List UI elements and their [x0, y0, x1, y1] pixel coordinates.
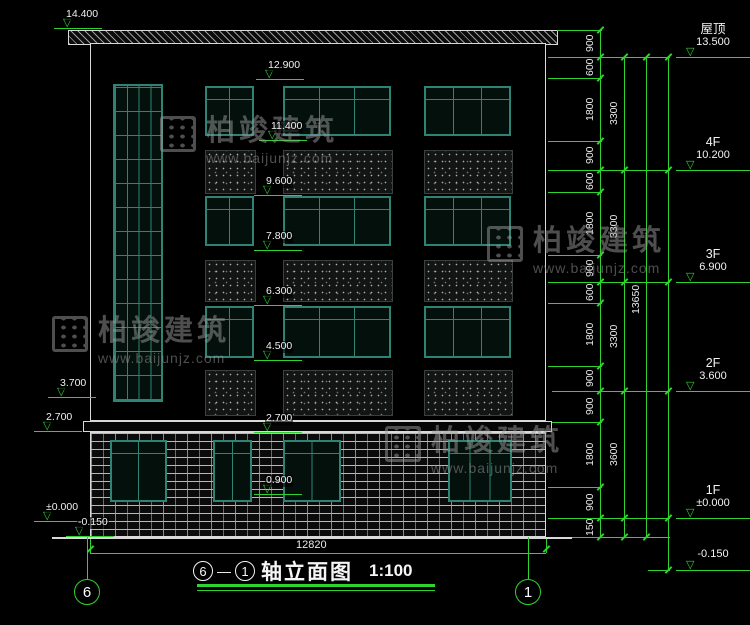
title-text: 轴立面图 — [261, 561, 353, 584]
window-2f-right — [424, 306, 511, 358]
floor-marker-roof: 屋顶 13.500 ▽ — [676, 22, 750, 58]
elev-triangle-icon: ▽ — [686, 507, 695, 519]
floor-marker-2f: 2F 3.600 ▽ — [676, 356, 750, 392]
watermark-logo-icon — [160, 116, 196, 152]
window-4f-left — [205, 86, 254, 136]
window-2f-left — [205, 306, 254, 358]
axis-line-6 — [87, 537, 88, 579]
floor-slab-band — [83, 421, 552, 432]
elev-triangle-icon: ▽ — [63, 17, 72, 29]
floor-marker-1f: 1F ±0.000 ▽ — [676, 483, 750, 519]
floor-marker-ground: -0.150 ▽ — [676, 548, 750, 571]
watermark-logo-icon — [487, 226, 523, 262]
elev-triangle-icon: ▽ — [263, 239, 272, 251]
title-axis-from: 6 — [193, 561, 213, 581]
elev-triangle-icon: ▽ — [686, 271, 695, 283]
elev-triangle-icon: ▽ — [686, 159, 695, 171]
elev-triangle-icon: ▽ — [686, 559, 695, 571]
axis-bubble-1: 1 — [515, 579, 541, 605]
elevation-marker-left-3700: 3.700 ▽ — [48, 377, 112, 398]
elev-triangle-icon: ▽ — [43, 420, 52, 432]
window-1f-c — [283, 440, 341, 502]
elev-triangle-icon: ▽ — [686, 380, 695, 392]
title-underline-thick — [197, 584, 435, 587]
elev-triangle-icon: ▽ — [263, 349, 272, 361]
elevation-value: 14.400 — [65, 8, 100, 21]
elevation-marker-left-minus150: -0.150 ▽ — [66, 516, 130, 537]
title-underline-thin — [197, 590, 435, 591]
watermark-logo-icon — [385, 426, 421, 462]
title-dash: — — [217, 563, 231, 579]
drawing-title: 6 — 1 轴立面图 1:100 — [193, 556, 412, 586]
elev-triangle-icon: ▽ — [43, 510, 52, 522]
elev-triangle-icon: ▽ — [263, 184, 272, 196]
elev-triangle-icon: ▽ — [263, 294, 272, 306]
window-1f-a — [110, 440, 167, 502]
elev-triangle-icon: ▽ — [265, 68, 274, 80]
window-1f-d — [448, 440, 512, 502]
floor-marker-4f: 4F 10.200 ▽ — [676, 135, 750, 171]
title-axis-to: 1 — [235, 561, 255, 581]
window-1f-b — [213, 440, 252, 502]
overall-width-dimension: 12820 — [296, 539, 327, 551]
ground-line — [52, 537, 572, 539]
title-scale: 1:100 — [369, 561, 413, 580]
axis-bubble-6: 6 — [74, 579, 100, 605]
watermark-logo-icon — [52, 316, 88, 352]
floor-marker-3f: 3F 6.900 ▽ — [676, 247, 750, 283]
axis-line-1 — [528, 537, 529, 579]
elev-triangle-icon: ▽ — [263, 421, 272, 433]
elevation-marker-left-zero: ±0.000 ▽ — [34, 501, 98, 522]
window-3f-left — [205, 196, 254, 246]
elev-triangle-icon: ▽ — [263, 483, 272, 495]
window-2f-center — [283, 306, 391, 358]
window-3f-center — [283, 196, 391, 246]
stairwell-window — [113, 84, 163, 402]
elev-triangle-icon: ▽ — [75, 525, 84, 537]
elev-triangle-icon: ▽ — [268, 129, 277, 141]
elevation-marker-left-2700: 2.700 ▽ — [34, 411, 98, 432]
elev-triangle-icon: ▽ — [57, 386, 66, 398]
elev-triangle-icon: ▽ — [686, 46, 695, 58]
window-4f-right — [424, 86, 511, 136]
elevation-marker-top: 14.400 ▽ — [54, 8, 118, 29]
overall-height-dimension: 13650 — [629, 284, 642, 314]
